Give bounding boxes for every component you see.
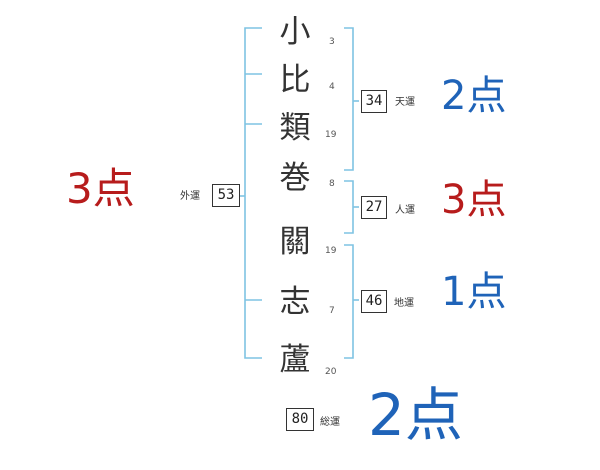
gaikaku-score: 3点 (66, 164, 135, 213)
name-char-6: 志 (279, 284, 311, 320)
soukaku-value-box: 80 (286, 408, 314, 431)
name-char-5: 關 (279, 224, 311, 260)
tenkaku-label: 天運 (395, 97, 415, 108)
tenkaku-value-box: 34 (361, 90, 387, 113)
stroke-count-6: 7 (329, 306, 335, 316)
stroke-count-1: 3 (329, 37, 335, 47)
name-char-4: 巻 (279, 160, 311, 196)
jinkaku-bracket (344, 180, 354, 234)
jinkaku-value-box: 27 (361, 196, 387, 219)
gaikaku-bracket (244, 27, 262, 359)
name-char-7: 蘆 (279, 342, 311, 378)
stroke-count-4: 8 (329, 179, 335, 189)
chikaku-score: 1点 (441, 269, 507, 315)
soukaku-score: 2点 (368, 381, 463, 449)
name-char-3: 類 (279, 110, 311, 146)
soukaku-label: 総運 (320, 417, 340, 428)
stroke-count-7: 20 (325, 367, 337, 377)
name-char-1: 小 (279, 14, 311, 50)
stroke-count-2: 4 (329, 82, 335, 92)
chikaku-bracket (344, 244, 354, 359)
stroke-count-3: 19 (325, 130, 337, 140)
stroke-count-5: 19 (325, 246, 337, 256)
chikaku-label: 地運 (394, 298, 414, 309)
name-char-2: 比 (279, 62, 311, 98)
jinkaku-label: 人運 (395, 205, 415, 216)
chikaku-value-box: 46 (361, 290, 387, 313)
gaikaku-value-box: 53 (212, 184, 240, 207)
gaikaku-label: 外運 (180, 191, 200, 202)
tenkaku-bracket (344, 27, 354, 171)
jinkaku-score: 3点 (441, 177, 507, 223)
tenkaku-score: 2点 (441, 73, 507, 119)
